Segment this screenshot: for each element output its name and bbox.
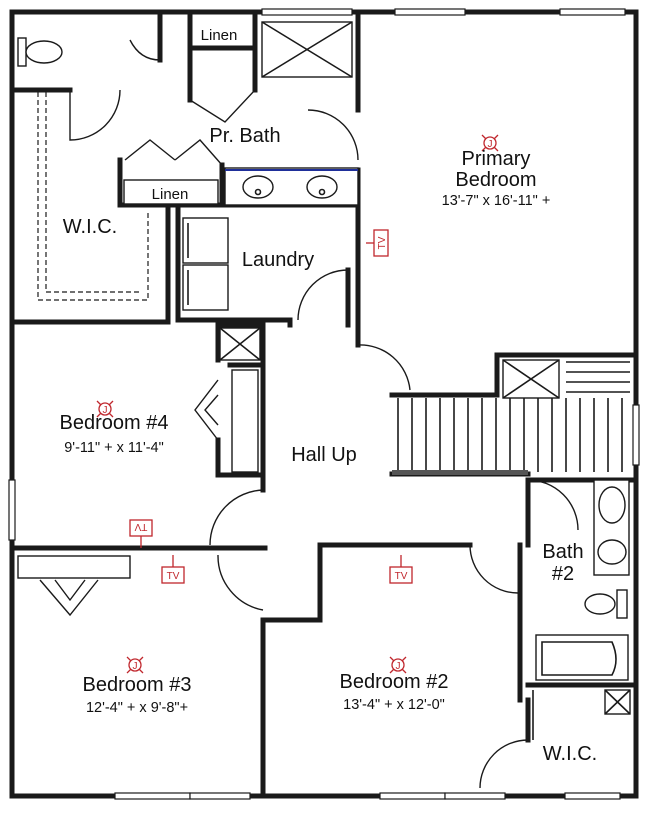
laundry-appliances [182,217,229,311]
primary-bedroom-dimensions: 13'-7" x 16'-11" + [442,193,551,209]
junction-label-bed4: J [103,405,108,416]
tv-label-bed4: TV [134,521,147,532]
bedroom4-closet [194,327,261,473]
junction-markers [96,134,499,674]
bedroom3-label: Bedroom #3 [83,674,192,696]
junction-label-bed3: J [133,661,138,672]
wic-shelving [37,92,149,301]
bedroom4-dimensions: 9'-11" + x 11'-4" [64,440,164,456]
bedroom2-dimensions: 13'-4" + x 12'-0" [343,697,445,713]
marker-labels: J J J J TV TV TV TV [103,139,493,672]
tv-markers [129,229,413,584]
tv-label-bed2: TV [395,571,408,582]
primary-bath-fixtures [17,21,359,206]
wic-right-label: W.I.C. [543,743,597,765]
tv-label-bed3: TV [167,571,180,582]
wic-left-label: W.I.C. [63,216,117,238]
bath2-label-2: #2 [552,563,574,585]
room-labels: Linen Pr. Bath Linen Primary Bedroom 13'… [60,27,598,765]
bedroom2-label: Bedroom #2 [340,671,449,693]
laundry-label: Laundry [242,249,314,271]
junction-label-primary: J [488,139,493,150]
junction-label-bed2: J [396,661,401,672]
tv-label-primary: TV [377,236,388,249]
bath2-fixtures [532,479,631,740]
door-swings [69,39,579,789]
pr-bath-label: Pr. Bath [209,125,280,147]
linen-top-label: Linen [201,27,238,44]
primary-bedroom-label-1: Primary [462,148,531,170]
bedroom3-dimensions: 12'-4" + x 9'-8"+ [86,700,188,716]
hall-label: Hall Up [291,444,357,466]
bedroom4-label: Bedroom #4 [60,412,169,434]
bath2-label-1: Bath [542,541,583,563]
stairs [392,359,630,475]
primary-bedroom-label-2: Bedroom [455,169,536,191]
bedroom3-closet [17,555,131,617]
windows [8,8,640,800]
linen-lower-label: Linen [152,186,189,203]
